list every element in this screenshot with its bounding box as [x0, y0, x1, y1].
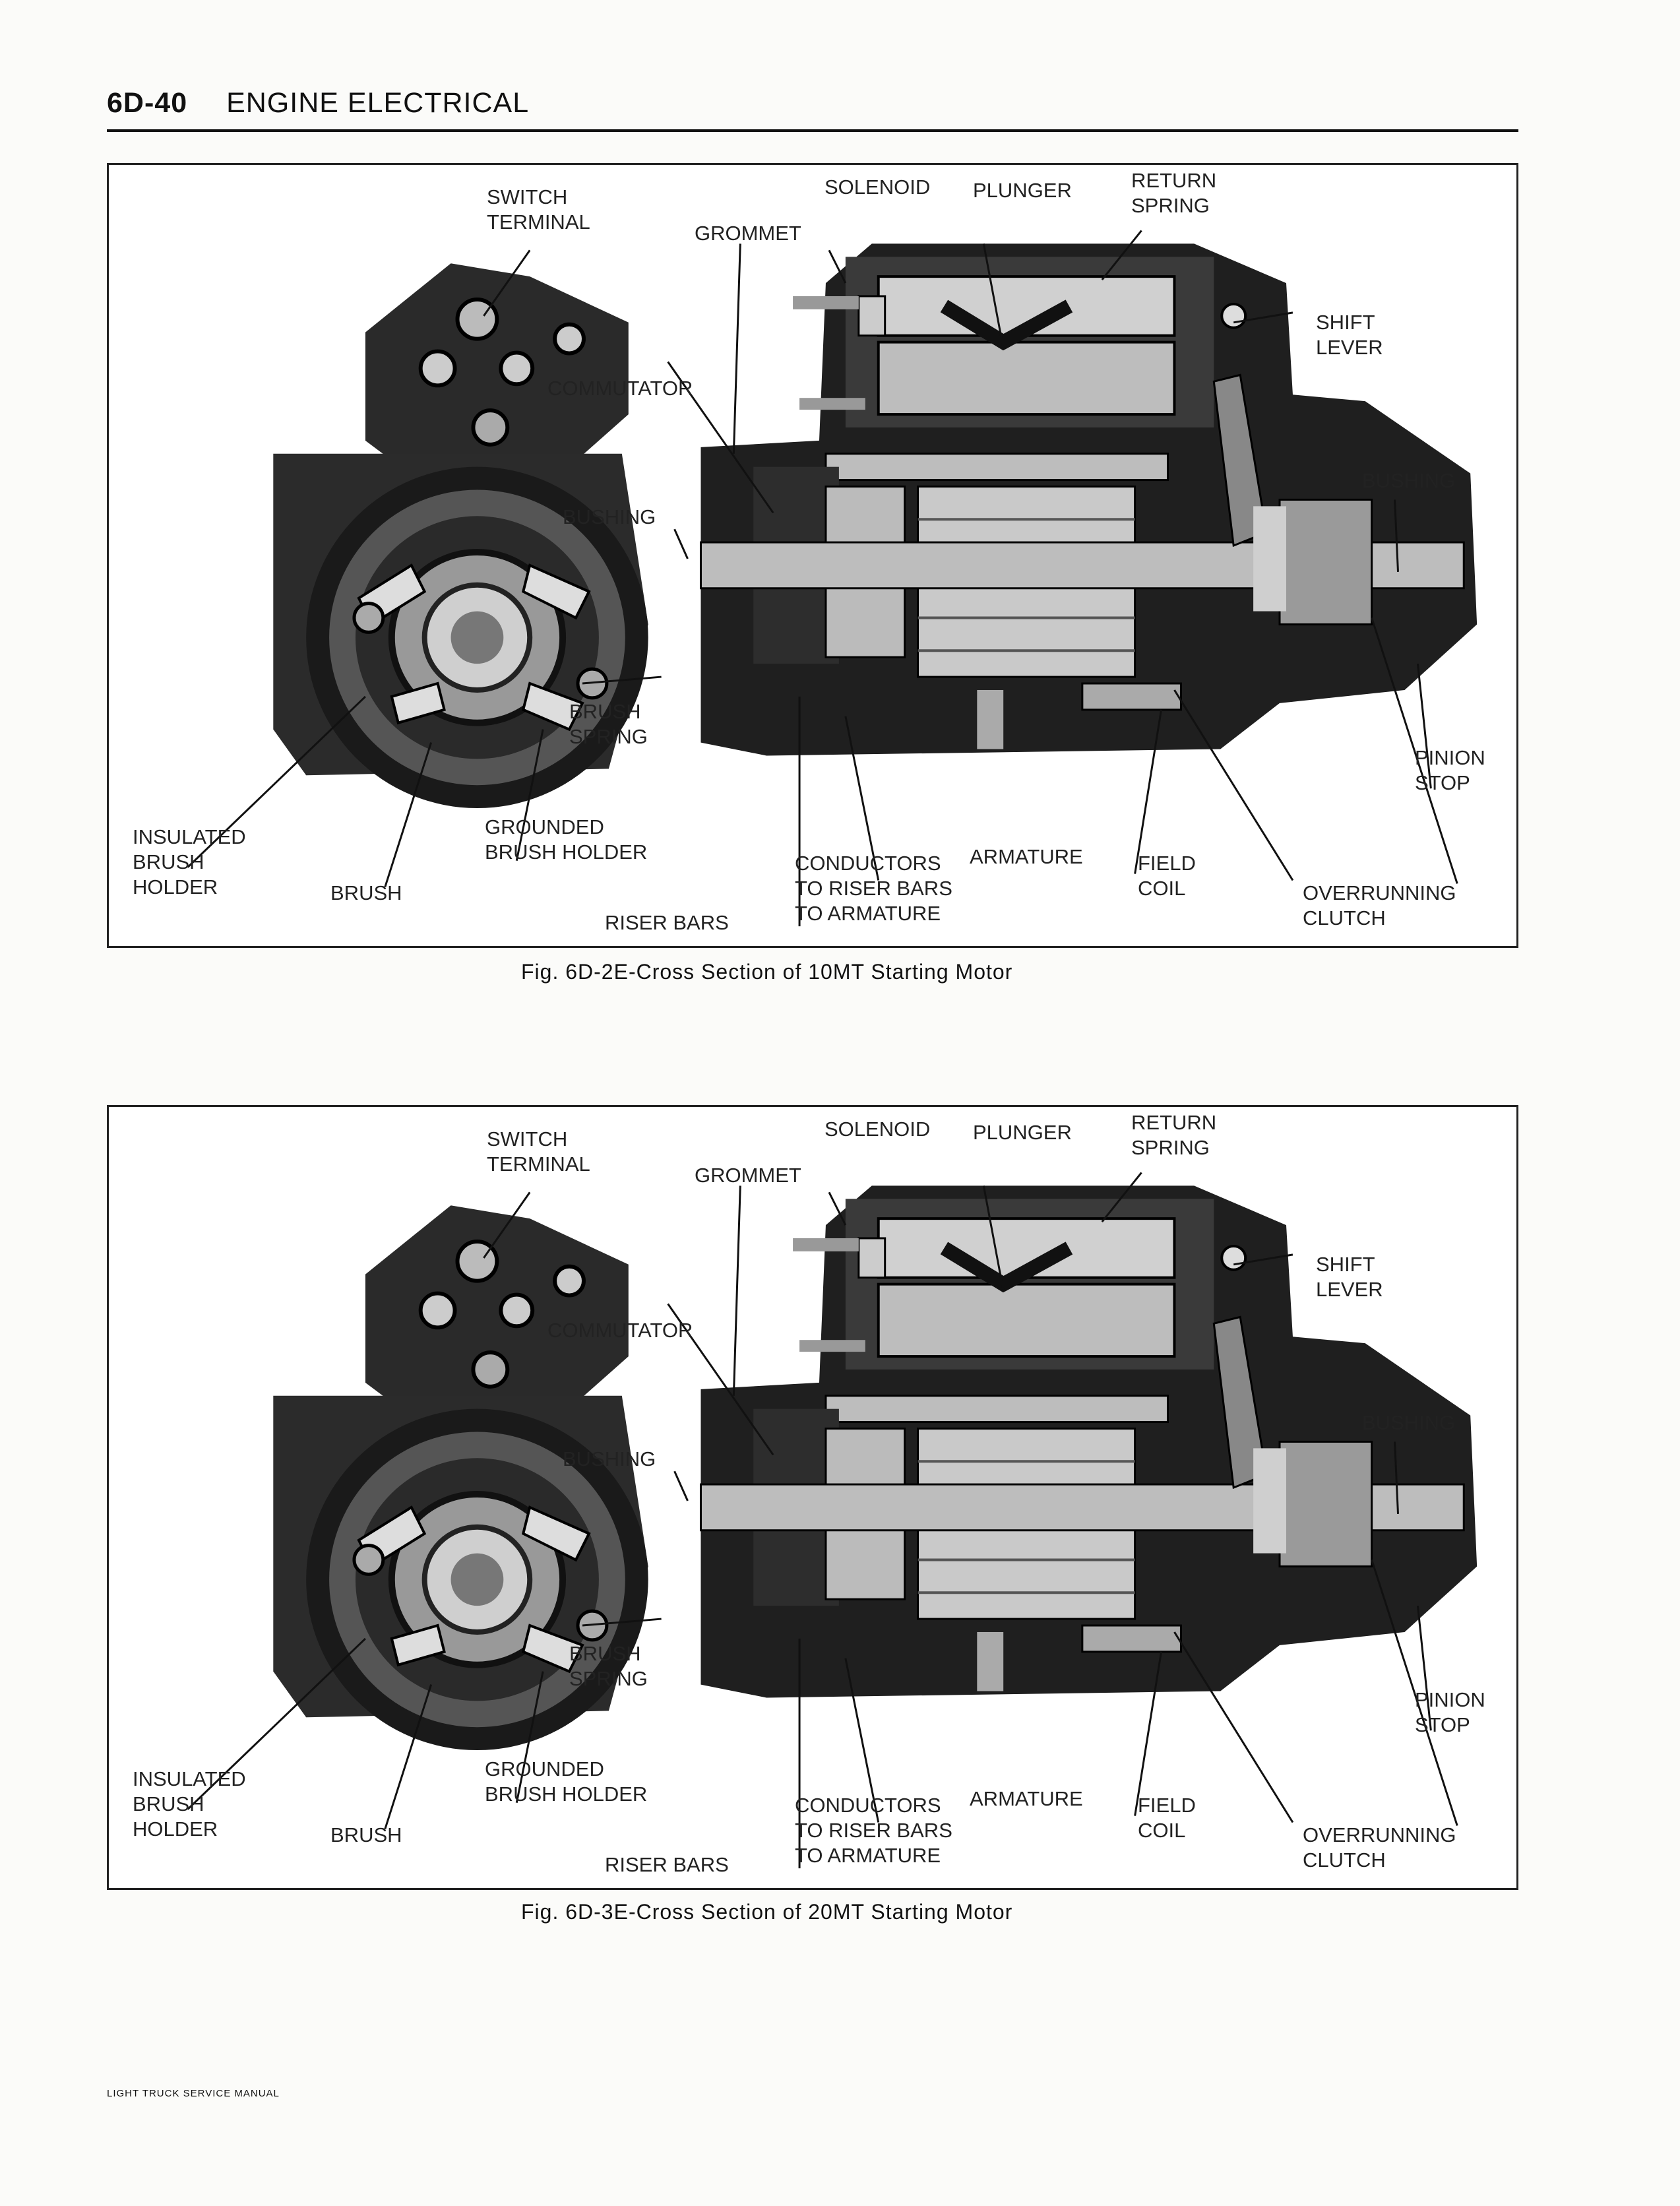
label-brush: BRUSH	[330, 1823, 402, 1846]
label-bushing-left: BUSHING	[563, 505, 656, 528]
label-return-spring: RETURN SPRING	[1131, 1111, 1217, 1159]
label-return-spring: RETURN SPRING	[1131, 169, 1217, 217]
page-header: 6D-40 ENGINE ELECTRICAL	[107, 87, 529, 119]
label-armature: ARMATURE	[970, 845, 1083, 868]
label-conductors: CONDUCTORS TO RISER BARS TO ARMATURE	[795, 852, 952, 925]
label-grounded-brush-holder: GROUNDED BRUSH HOLDER	[485, 815, 648, 864]
page-number: 6D-40	[107, 87, 188, 119]
label-bushing-left: BUSHING	[563, 1447, 656, 1470]
label-grommet: GROMMET	[695, 1164, 801, 1187]
label-field-coil: FIELD COIL	[1138, 1794, 1196, 1842]
label-plunger: PLUNGER	[973, 1121, 1072, 1144]
end-frame-view	[273, 1205, 648, 1751]
motor-side-view	[699, 1185, 1478, 1698]
starter-motor-cross-section-illustration	[187, 230, 1478, 927]
leader-lines	[187, 230, 1458, 927]
label-pinion-stop: PINION STOP	[1415, 1688, 1485, 1736]
label-bushing-right: BUSHING	[1362, 469, 1456, 492]
label-grommet: GROMMET	[695, 222, 801, 245]
figure-1-caption: Fig. 6D-2E-Cross Section of 10MT Startin…	[521, 960, 1013, 984]
footer: LIGHT TRUCK SERVICE MANUAL	[107, 2088, 280, 2099]
figure-box: SWITCH TERMINAL SOLENOID PLUNGER RETURN …	[107, 1105, 1518, 1890]
label-grounded-brush-holder: GROUNDED BRUSH HOLDER	[485, 1757, 648, 1806]
header-rule	[107, 129, 1518, 132]
label-solenoid: SOLENOID	[824, 1118, 931, 1141]
starter-motor-cross-section-illustration	[187, 1172, 1478, 1869]
label-switch-terminal: SWITCH TERMINAL	[487, 185, 590, 234]
figure-box: SWITCH TERMINAL SOLENOID PLUNGER RETURN …	[107, 163, 1518, 948]
leader-lines	[187, 1172, 1458, 1869]
label-shift-lever: SHIFT LEVER	[1316, 1253, 1383, 1301]
label-insulated-brush-holder: INSULATED BRUSH HOLDER	[133, 1767, 246, 1841]
section-title: ENGINE ELECTRICAL	[226, 87, 530, 119]
label-bushing-right: BUSHING	[1362, 1411, 1456, 1434]
label-brush-spring: BRUSH SPRING	[569, 1642, 648, 1690]
label-commutator: COMMUTATOR	[547, 1319, 693, 1342]
label-commutator: COMMUTATOR	[547, 377, 693, 400]
figure-2-caption: Fig. 6D-3E-Cross Section of 20MT Startin…	[521, 1900, 1013, 1924]
label-solenoid: SOLENOID	[824, 175, 931, 199]
label-brush-spring: BRUSH SPRING	[569, 700, 648, 748]
end-frame-view	[273, 263, 648, 809]
label-armature: ARMATURE	[970, 1787, 1083, 1810]
label-riser-bars: RISER BARS	[605, 1853, 729, 1876]
label-insulated-brush-holder: INSULATED BRUSH HOLDER	[133, 825, 246, 898]
label-field-coil: FIELD COIL	[1138, 852, 1196, 900]
label-riser-bars: RISER BARS	[605, 911, 729, 934]
label-plunger: PLUNGER	[973, 179, 1072, 202]
label-brush: BRUSH	[330, 881, 402, 904]
label-overrunning-clutch: OVERRUNNING CLUTCH	[1303, 881, 1456, 930]
label-overrunning-clutch: OVERRUNNING CLUTCH	[1303, 1823, 1456, 1872]
label-pinion-stop: PINION STOP	[1415, 746, 1485, 794]
motor-side-view	[699, 243, 1478, 756]
label-conductors: CONDUCTORS TO RISER BARS TO ARMATURE	[795, 1794, 952, 1867]
label-switch-terminal: SWITCH TERMINAL	[487, 1127, 590, 1176]
label-shift-lever: SHIFT LEVER	[1316, 311, 1383, 359]
